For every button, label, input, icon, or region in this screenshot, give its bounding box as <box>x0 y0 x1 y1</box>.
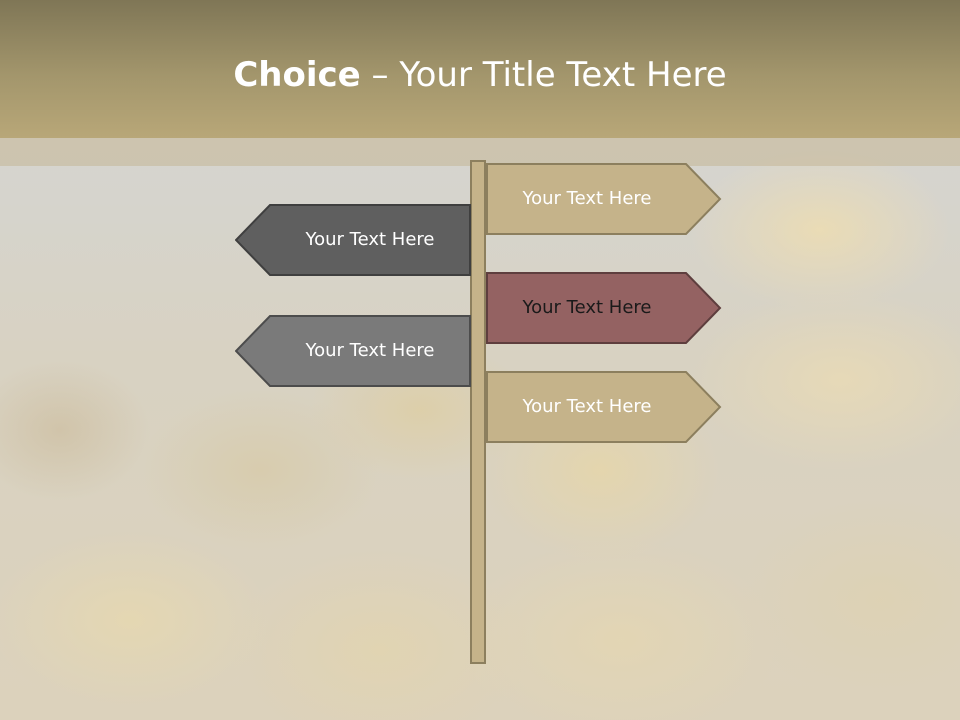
signpost-arrow-right-1[interactable]: Your Text Here <box>486 163 722 235</box>
signpost-arrow-left-1[interactable]: Your Text Here <box>235 204 471 276</box>
sign-label: Your Text Here <box>522 188 652 209</box>
arrow-right-shape <box>486 371 722 443</box>
signpost-arrow-right-2[interactable]: Your Text Here <box>486 272 722 344</box>
arrow-left-shape <box>235 315 471 387</box>
sign-label: Your Text Here <box>305 229 435 250</box>
signpost-arrow-right-3[interactable]: Your Text Here <box>486 371 722 443</box>
arrow-right-shape <box>486 272 722 344</box>
arrow-left-shape <box>235 204 471 276</box>
title-band <box>0 0 960 138</box>
slide-title-rest: – Your Title Text Here <box>360 55 727 95</box>
signpost-arrow-left-2[interactable]: Your Text Here <box>235 315 471 387</box>
slide-title-bold: Choice <box>233 55 361 95</box>
sign-label: Your Text Here <box>522 396 652 417</box>
slide-title[interactable]: Choice – Your Title Text Here <box>0 52 960 98</box>
signpost-pole <box>470 160 486 664</box>
arrow-right-shape <box>486 163 722 235</box>
sign-label: Your Text Here <box>522 297 652 318</box>
sign-label: Your Text Here <box>305 340 435 361</box>
